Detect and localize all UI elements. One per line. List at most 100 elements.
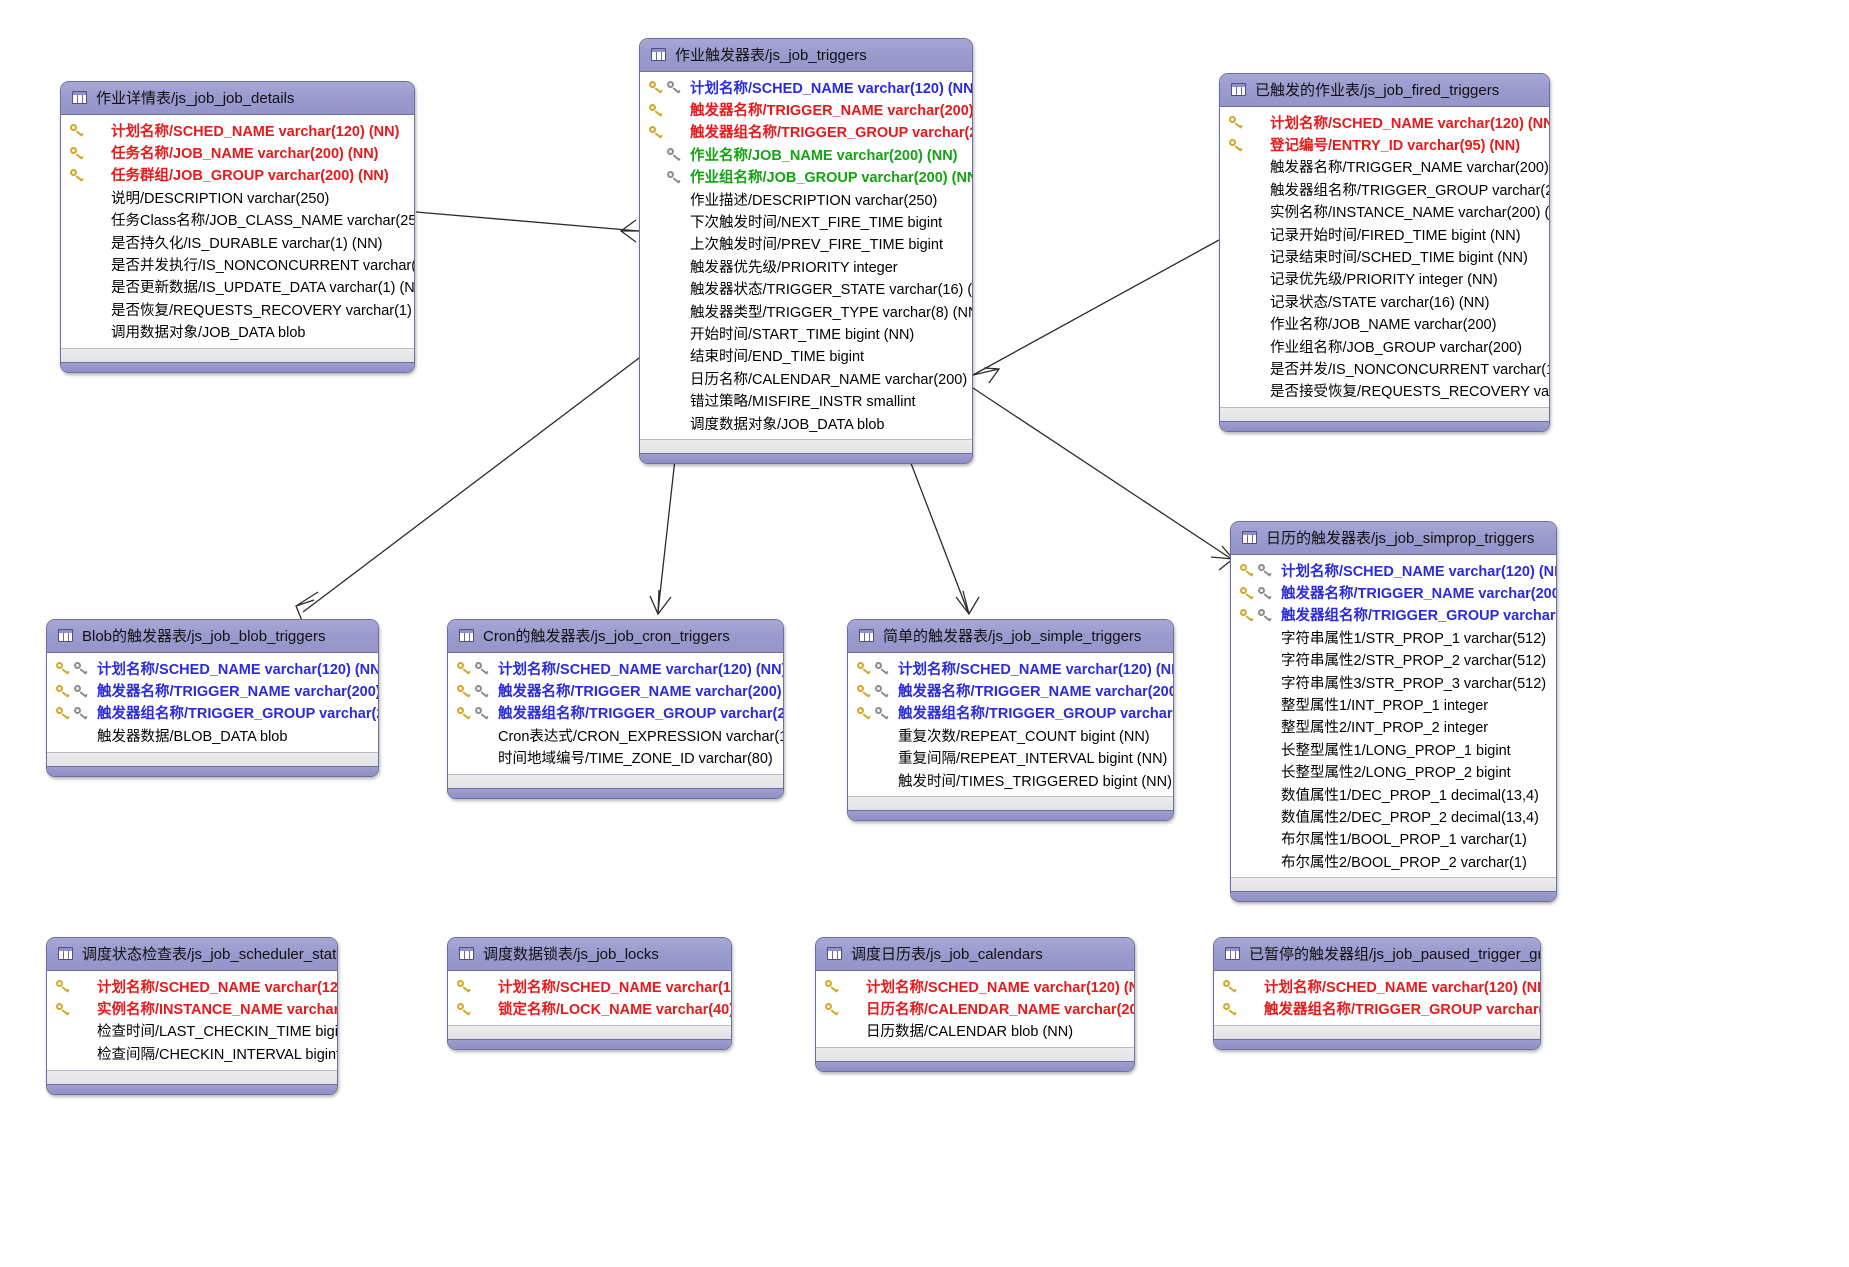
entity-js_job_calendars[interactable]: 调度日历表/js_job_calendars 计划名称/SCHED_NAME va… — [815, 937, 1135, 1073]
attribute-row[interactable]: 字符串属性3/STR_PROP_3 varchar(512) — [1231, 671, 1556, 693]
attribute-row[interactable]: 计划名称/SCHED_NAME varchar(120) (NN) — [47, 975, 337, 997]
attribute-row[interactable]: 触发器名称/TRIGGER_NAME varchar(200) (NN) — [848, 679, 1173, 701]
attribute-row[interactable]: 触发器名称/TRIGGER_NAME varchar(200) (NN) — [1220, 156, 1549, 178]
entity-js_job_fired_triggers[interactable]: 已触发的作业表/js_job_fired_triggers 计划名称/SCHED_… — [1219, 73, 1550, 433]
attribute-row[interactable]: 计划名称/SCHED_NAME varchar(120) (NN) — [816, 975, 1134, 997]
entity-header-js_job_fired_triggers[interactable]: 已触发的作业表/js_job_fired_triggers — [1220, 74, 1549, 107]
attribute-row[interactable]: 数值属性1/DEC_PROP_1 decimal(13,4) — [1231, 783, 1556, 805]
attribute-row[interactable]: 记录状态/STATE varchar(16) (NN) — [1220, 290, 1549, 312]
attribute-row[interactable]: 开始时间/START_TIME bigint (NN) — [640, 322, 972, 344]
entity-header-js_job_calendars[interactable]: 调度日历表/js_job_calendars — [816, 938, 1134, 971]
entity-header-js_job_paused_trigger_grps[interactable]: 已暂停的触发器组/js_job_paused_trigger_grps — [1214, 938, 1540, 971]
attribute-row[interactable]: 作业描述/DESCRIPTION varchar(250) — [640, 188, 972, 210]
entity-header-js_job_simprop_triggers[interactable]: 日历的触发器表/js_job_simprop_triggers — [1231, 522, 1556, 555]
attribute-row[interactable]: 说明/DESCRIPTION varchar(250) — [61, 186, 414, 208]
entity-js_job_simple_triggers[interactable]: 简单的触发器表/js_job_simple_triggers 计划名称/SCHED… — [847, 619, 1174, 822]
entity-js_job_simprop_triggers[interactable]: 日历的触发器表/js_job_simprop_triggers 计划名称/SCHE… — [1230, 521, 1557, 903]
attribute-row[interactable]: 是否接受恢复/REQUESTS_RECOVERY varchar(1) — [1220, 380, 1549, 402]
attribute-row[interactable]: 计划名称/SCHED_NAME varchar(120) (NN) — [1220, 111, 1549, 133]
attribute-row[interactable]: 触发时间/TIMES_TRIGGERED bigint (NN) — [848, 769, 1173, 791]
attribute-row[interactable]: 锁定名称/LOCK_NAME varchar(40) (NN) — [448, 997, 731, 1019]
attribute-row[interactable]: 检查间隔/CHECKIN_INTERVAL bigint (NN) — [47, 1042, 337, 1064]
attribute-row[interactable]: 日历名称/CALENDAR_NAME varchar(200) — [640, 367, 972, 389]
attribute-row[interactable]: 调用数据对象/JOB_DATA blob — [61, 321, 414, 343]
attribute-row[interactable]: 计划名称/SCHED_NAME varchar(120) (NN) — [848, 657, 1173, 679]
attribute-row[interactable]: 记录结束时间/SCHED_TIME bigint (NN) — [1220, 245, 1549, 267]
attribute-row[interactable]: 长整型属性2/LONG_PROP_2 bigint — [1231, 761, 1556, 783]
attribute-row[interactable]: 时间地域编号/TIME_ZONE_ID varchar(80) — [448, 747, 783, 769]
entity-js_job_paused_trigger_grps[interactable]: 已暂停的触发器组/js_job_paused_trigger_grps 计划名称/… — [1213, 937, 1541, 1050]
attribute-row[interactable]: 重复次数/REPEAT_COUNT bigint (NN) — [848, 724, 1173, 746]
attribute-row[interactable]: 日历名称/CALENDAR_NAME varchar(200) (NN) — [816, 997, 1134, 1019]
attribute-row[interactable]: 计划名称/SCHED_NAME varchar(120) (NN) — [1214, 975, 1540, 997]
attribute-row[interactable]: 触发器组名称/TRIGGER_GROUP varchar(200) (NN) — [47, 702, 378, 724]
attribute-row[interactable]: 记录开始时间/FIRED_TIME bigint (NN) — [1220, 223, 1549, 245]
attribute-row[interactable]: 数值属性2/DEC_PROP_2 decimal(13,4) — [1231, 805, 1556, 827]
entity-header-js_job_blob_triggers[interactable]: Blob的触发器表/js_job_blob_triggers — [47, 620, 378, 653]
entity-js_job_blob_triggers[interactable]: Blob的触发器表/js_job_blob_triggers 计划名称/SCHED… — [46, 619, 379, 777]
attribute-row[interactable]: 触发器组名称/TRIGGER_GROUP varchar(200) (NN) — [1231, 604, 1556, 626]
attribute-row[interactable]: 触发器组名称/TRIGGER_GROUP varchar(200) (NN) — [848, 702, 1173, 724]
attribute-row[interactable]: 任务群组/JOB_GROUP varchar(200) (NN) — [61, 164, 414, 186]
attribute-row[interactable]: 计划名称/SCHED_NAME varchar(120) (NN) — [47, 657, 378, 679]
attribute-row[interactable]: 作业名称/JOB_NAME varchar(200) — [1220, 313, 1549, 335]
attribute-row[interactable]: 触发器名称/TRIGGER_NAME varchar(200) (NN) — [47, 679, 378, 701]
attribute-row[interactable]: 是否恢复/REQUESTS_RECOVERY varchar(1) (NN) — [61, 298, 414, 320]
attribute-row[interactable]: 登记编号/ENTRY_ID varchar(95) (NN) — [1220, 133, 1549, 155]
attribute-row[interactable]: 触发器组名称/TRIGGER_GROUP varchar(200) (NN) — [1220, 178, 1549, 200]
attribute-row[interactable]: 触发器类型/TRIGGER_TYPE varchar(8) (NN) — [640, 300, 972, 322]
entity-header-js_job_simple_triggers[interactable]: 简单的触发器表/js_job_simple_triggers — [848, 620, 1173, 653]
attribute-row[interactable]: 调度数据对象/JOB_DATA blob — [640, 412, 972, 434]
attribute-row[interactable]: 作业名称/JOB_NAME varchar(200) (NN) — [640, 143, 972, 165]
entity-header-js_job_cron_triggers[interactable]: Cron的触发器表/js_job_cron_triggers — [448, 620, 783, 653]
attribute-row[interactable]: 错过策略/MISFIRE_INSTR smallint — [640, 389, 972, 411]
attribute-row[interactable]: 是否持久化/IS_DURABLE varchar(1) (NN) — [61, 231, 414, 253]
attribute-row[interactable]: 整型属性2/INT_PROP_2 integer — [1231, 716, 1556, 738]
attribute-row[interactable]: 长整型属性1/LONG_PROP_1 bigint — [1231, 738, 1556, 760]
attribute-row[interactable]: 布尔属性1/BOOL_PROP_1 varchar(1) — [1231, 828, 1556, 850]
attribute-row[interactable]: 结束时间/END_TIME bigint — [640, 345, 972, 367]
entity-js_job_locks[interactable]: 调度数据锁表/js_job_locks 计划名称/SCHED_NAME varch… — [447, 937, 732, 1050]
attribute-row[interactable]: 任务Class名称/JOB_CLASS_NAME varchar(250) (N… — [61, 209, 414, 231]
attribute-row[interactable]: 触发器名称/TRIGGER_NAME varchar(200) (NN) — [1231, 581, 1556, 603]
entity-js_job_scheduler_state[interactable]: 调度状态检查表/js_job_scheduler_state 计划名称/SCHED… — [46, 937, 338, 1095]
attribute-row[interactable]: 触发器数据/BLOB_DATA blob — [47, 724, 378, 746]
attribute-row[interactable]: 触发器名称/TRIGGER_NAME varchar(200) (NN) — [448, 679, 783, 701]
attribute-row[interactable]: 作业组名称/JOB_GROUP varchar(200) (NN) — [640, 166, 972, 188]
attribute-row[interactable]: 字符串属性2/STR_PROP_2 varchar(512) — [1231, 649, 1556, 671]
attribute-row[interactable]: 触发器组名称/TRIGGER_GROUP varchar(200) (NN) — [640, 121, 972, 143]
attribute-row[interactable]: 字符串属性1/STR_PROP_1 varchar(512) — [1231, 626, 1556, 648]
attribute-row[interactable]: Cron表达式/CRON_EXPRESSION varchar(120) (NN… — [448, 724, 783, 746]
attribute-row[interactable]: 计划名称/SCHED_NAME varchar(120) (NN) — [640, 76, 972, 98]
attribute-row[interactable]: 作业组名称/JOB_GROUP varchar(200) — [1220, 335, 1549, 357]
attribute-row[interactable]: 触发器组名称/TRIGGER_GROUP varchar(200) (NN) — [1214, 997, 1540, 1019]
attribute-row[interactable]: 触发器组名称/TRIGGER_GROUP varchar(200) (NN) — [448, 702, 783, 724]
attribute-row[interactable]: 日历数据/CALENDAR blob (NN) — [816, 1020, 1134, 1042]
entity-header-js_job_locks[interactable]: 调度数据锁表/js_job_locks — [448, 938, 731, 971]
attribute-row[interactable]: 计划名称/SCHED_NAME varchar(120) (NN) — [1231, 559, 1556, 581]
entity-js_job_triggers[interactable]: 作业触发器表/js_job_triggers 计划名称/SCHED_NAME va… — [639, 38, 973, 465]
attribute-row[interactable]: 布尔属性2/BOOL_PROP_2 varchar(1) — [1231, 850, 1556, 872]
attribute-row[interactable]: 触发器状态/TRIGGER_STATE varchar(16) (NN) — [640, 278, 972, 300]
attribute-row[interactable]: 是否更新数据/IS_UPDATE_DATA varchar(1) (NN) — [61, 276, 414, 298]
attribute-row[interactable]: 是否并发执行/IS_NONCONCURRENT varchar(1) (NN) — [61, 253, 414, 275]
entity-header-js_job_triggers[interactable]: 作业触发器表/js_job_triggers — [640, 39, 972, 72]
attribute-row[interactable]: 整型属性1/INT_PROP_1 integer — [1231, 693, 1556, 715]
entity-js_job_job_details[interactable]: 作业详情表/js_job_job_details 计划名称/SCHED_NAME … — [60, 81, 415, 373]
attribute-row[interactable]: 计划名称/SCHED_NAME varchar(120) (NN) — [448, 975, 731, 997]
attribute-row[interactable]: 重复间隔/REPEAT_INTERVAL bigint (NN) — [848, 747, 1173, 769]
attribute-row[interactable]: 实例名称/INSTANCE_NAME varchar(200) (NN) — [1220, 201, 1549, 223]
attribute-row[interactable]: 实例名称/INSTANCE_NAME varchar(200) (NN) — [47, 997, 337, 1019]
attribute-row[interactable]: 上次触发时间/PREV_FIRE_TIME bigint — [640, 233, 972, 255]
attribute-row[interactable]: 记录优先级/PRIORITY integer (NN) — [1220, 268, 1549, 290]
attribute-row[interactable]: 触发器名称/TRIGGER_NAME varchar(200) (NN) — [640, 98, 972, 120]
attribute-row[interactable]: 计划名称/SCHED_NAME varchar(120) (NN) — [61, 119, 414, 141]
attribute-row[interactable]: 任务名称/JOB_NAME varchar(200) (NN) — [61, 141, 414, 163]
attribute-row[interactable]: 是否并发/IS_NONCONCURRENT varchar(1) — [1220, 357, 1549, 379]
entity-header-js_job_scheduler_state[interactable]: 调度状态检查表/js_job_scheduler_state — [47, 938, 337, 971]
entity-header-js_job_job_details[interactable]: 作业详情表/js_job_job_details — [61, 82, 414, 115]
attribute-row[interactable]: 触发器优先级/PRIORITY integer — [640, 255, 972, 277]
attribute-row[interactable]: 检查时间/LAST_CHECKIN_TIME bigint (NN) — [47, 1020, 337, 1042]
attribute-row[interactable]: 下次触发时间/NEXT_FIRE_TIME bigint — [640, 210, 972, 232]
